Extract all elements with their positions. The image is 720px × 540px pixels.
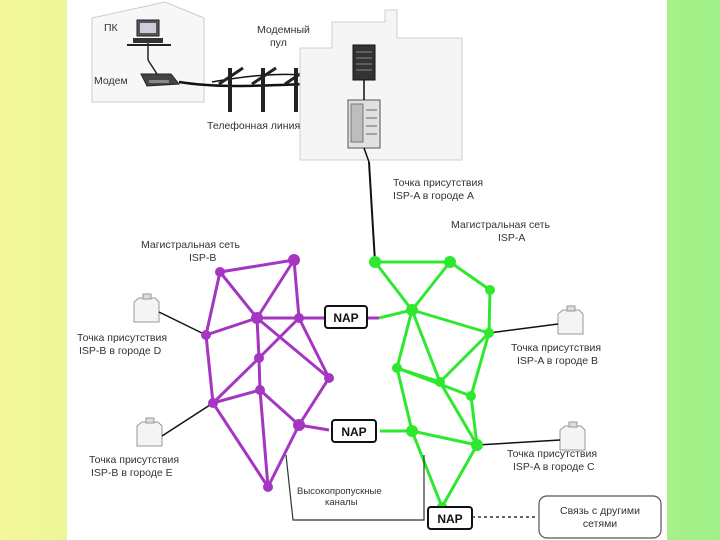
backbone-b-label-1: Магистральная сеть — [141, 239, 241, 251]
pop-b-city-d-label-1: Точка присутствия — [77, 332, 167, 344]
modem-pool-icon — [352, 44, 376, 81]
pop-a-city-c-label-2: ISP-A в городе C — [513, 461, 595, 473]
pop-links — [158, 311, 561, 446]
pop-city-d-icon — [133, 293, 160, 323]
isp-building — [299, 9, 463, 161]
nap-label-3: NAP — [437, 512, 462, 526]
backbone-a-label-2: ISP-A — [498, 232, 525, 244]
other-networks-label-2: сетями — [583, 518, 617, 530]
diagram-canvas: ПК Модем Телефонная линия Модемный пул — [67, 0, 667, 540]
isp-a-nodes — [369, 256, 495, 512]
pop-a-city-c-label-1: Точка присутствия — [507, 448, 597, 460]
pop-city-b-icon — [557, 305, 584, 335]
nap-box-3: NAP — [427, 506, 473, 530]
pop-b-city-d-label-2: ISP-B в городе D — [79, 345, 162, 357]
other-networks-box — [538, 495, 662, 539]
pop-a-city-a-label-1: Точка присутствия — [393, 177, 483, 189]
other-networks-label-1: Связь с другими — [560, 505, 640, 517]
nap-box-1: NAP — [324, 305, 379, 329]
nap-label-2: NAP — [341, 425, 366, 439]
highspeed-label-2: каналы — [325, 497, 358, 508]
nap-box-2: NAP — [331, 419, 377, 443]
isp-b-mesh — [204, 258, 331, 488]
phone-line-label: Телефонная линия — [207, 120, 300, 132]
highspeed-bracket — [285, 454, 425, 521]
modem-label: Модем — [94, 75, 128, 87]
pop-a-city-a-label-2: ISP-A в городе А — [393, 190, 474, 202]
modem-pool-label-1: Модемный — [257, 24, 310, 36]
isp-b-nodes — [201, 254, 334, 492]
nap-label-1: NAP — [333, 311, 358, 325]
backbone-b-label-2: ISP-B — [189, 252, 216, 264]
pop-a-city-b-label-2: ISP-A в городе В — [517, 355, 598, 367]
pop-b-city-e-label-2: ISP-B в городе E — [91, 467, 173, 479]
pop-city-e-icon — [136, 417, 163, 447]
pc-icon — [127, 19, 171, 60]
pop-b-city-e-label-1: Точка присутствия — [89, 454, 179, 466]
modem-pool-label-2: пул — [270, 37, 287, 49]
pc-label: ПК — [104, 22, 119, 34]
server-icon — [347, 99, 381, 149]
network-diagram: ПК Модем Телефонная линия Модемный пул — [77, 1, 662, 539]
highspeed-label-1: Высокопропускные — [297, 486, 382, 497]
pop-a-city-b-label-1: Точка присутствия — [511, 342, 601, 354]
pop-city-c-icon — [559, 421, 586, 451]
backbone-a-label-1: Магистральная сеть — [451, 219, 551, 231]
modem-icon — [140, 59, 180, 87]
isp-a-mesh — [373, 260, 492, 508]
